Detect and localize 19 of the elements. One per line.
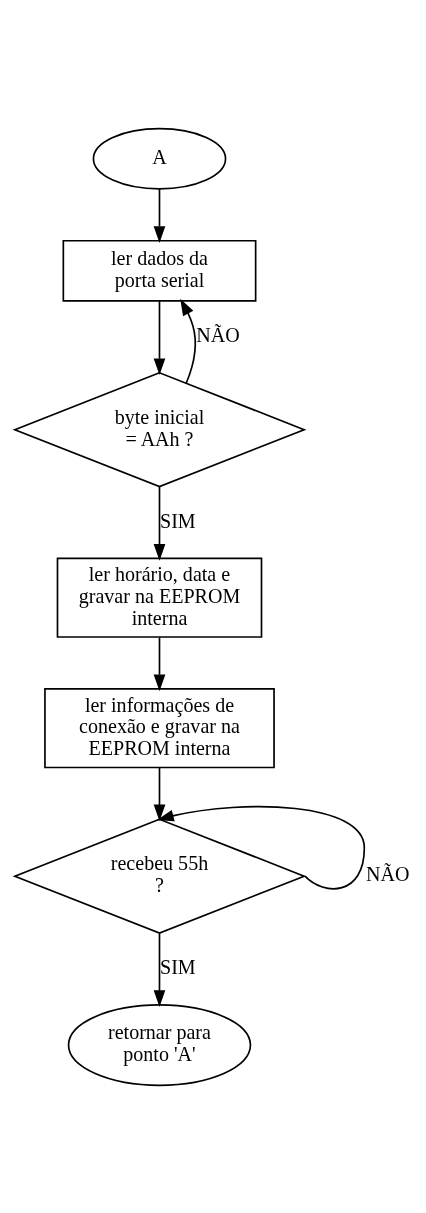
node-box: ler informações de conexão e gravar na EEPROM interna — [44, 687, 275, 768]
arrow — [180, 298, 197, 384]
arrow — [157, 805, 366, 890]
edge-label: SIM — [160, 509, 196, 532]
arrow — [153, 932, 166, 1007]
edge-label: SIM — [160, 955, 196, 978]
edge-label: NÃO — [196, 323, 240, 346]
node-box: ler dados da porta serial — [62, 239, 257, 302]
arrow — [153, 187, 166, 243]
edge-label: NÃO — [366, 862, 410, 885]
arrow — [153, 485, 166, 561]
node-ellipse: A — [92, 127, 227, 190]
node-diamond: byte inicial = AAh ? — [12, 371, 307, 487]
node-diamond: recebeu 55h ? — [12, 817, 307, 934]
arrow — [153, 766, 166, 821]
arrow — [153, 299, 166, 375]
arrow — [153, 636, 166, 691]
node-ellipse: retornar para ponto 'A' — [67, 1003, 252, 1086]
node-box: ler horário, data e gravar na EEPROM interna — [56, 557, 263, 638]
